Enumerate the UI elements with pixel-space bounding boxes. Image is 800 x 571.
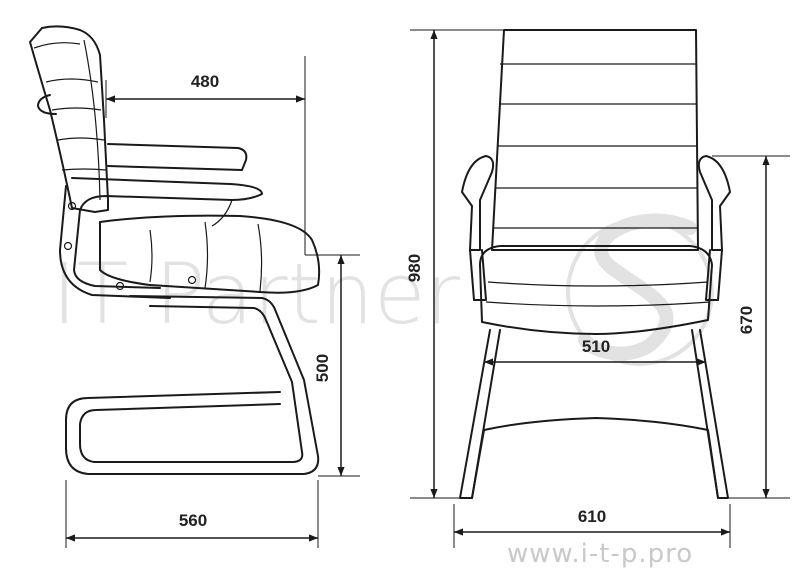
dim-total-height: 980 — [405, 254, 424, 282]
front-dimensions: 980 670 510 610 — [405, 29, 790, 548]
front-frame — [459, 329, 729, 499]
front-seat — [479, 245, 713, 335]
front-view-chair — [459, 29, 731, 499]
dim-total-width: 610 — [578, 507, 606, 526]
front-armrest-right — [697, 155, 731, 251]
side-seat — [99, 214, 321, 294]
watermark: IT Partner www.i-t-p.pro — [52, 213, 714, 569]
side-dimensions: 480 500 560 — [65, 56, 360, 548]
dim-total-depth: 560 — [179, 511, 207, 530]
side-view-chair — [29, 25, 321, 475]
front-backrest — [491, 29, 699, 251]
dim-seat-width: 510 — [582, 337, 610, 356]
dim-seat-depth: 480 — [191, 72, 219, 91]
dim-armrest-height: 670 — [737, 306, 756, 334]
dim-seat-height: 500 — [313, 354, 332, 382]
watermark-site-text: www.i-t-p.pro — [507, 539, 693, 569]
front-armrest-left — [461, 155, 495, 251]
side-frame — [65, 295, 320, 475]
side-armrest — [107, 143, 248, 171]
side-backrest — [29, 25, 109, 213]
watermark-brand-text: IT Partner — [52, 245, 461, 343]
